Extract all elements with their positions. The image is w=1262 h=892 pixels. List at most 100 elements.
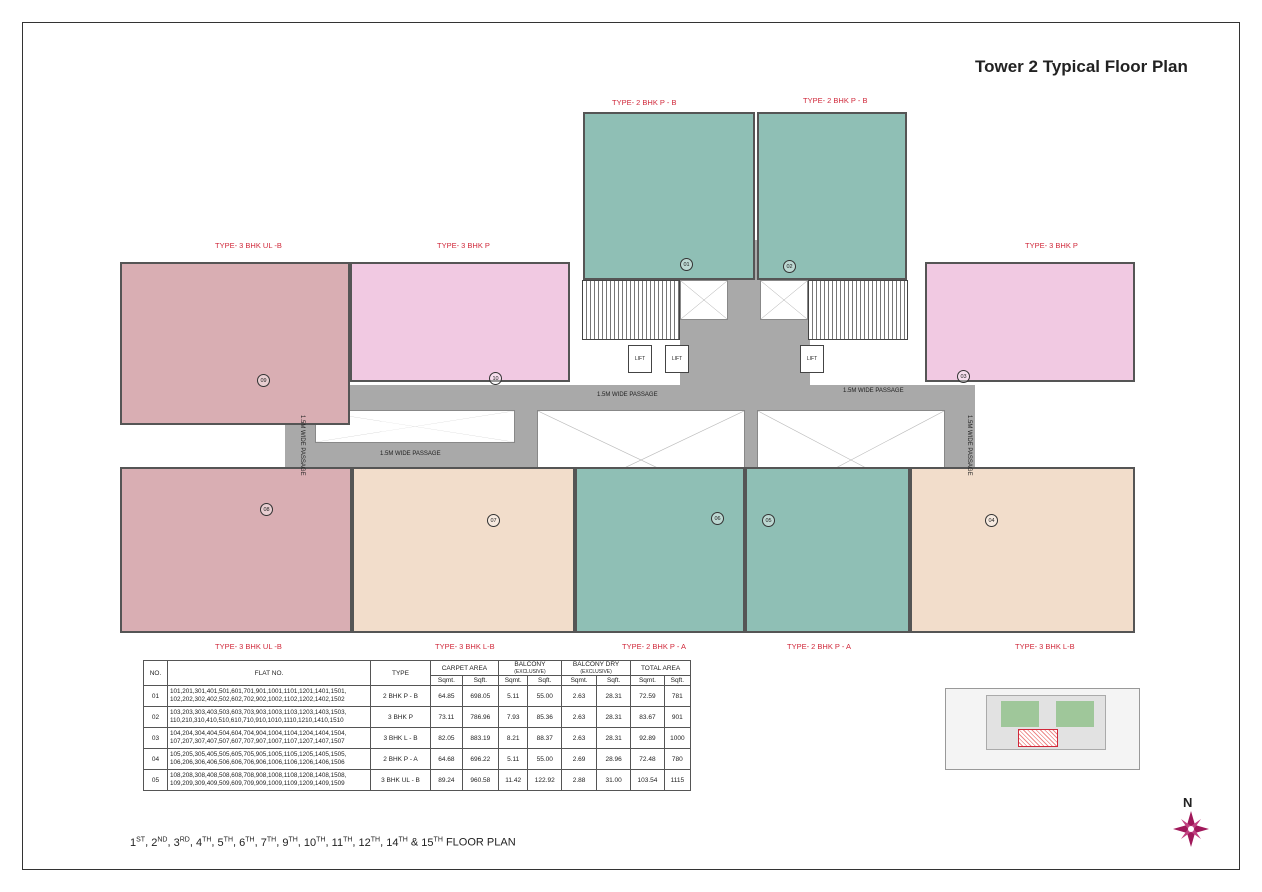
cell-type: 3 BHK L - B — [370, 727, 431, 749]
floor-list: 1ST, 2ND, 3RD, 4TH, 5TH, 6TH, 7TH, 9TH, … — [130, 836, 516, 849]
cell-total-sqft: 780 — [663, 748, 692, 770]
unit-header-sqmt: Sqmt. — [430, 675, 463, 686]
passage-label: 1.5M WIDE PASSAGE — [966, 415, 972, 476]
cell-carpet-sqft: 696.22 — [461, 748, 499, 770]
unit-03 — [925, 262, 1135, 382]
cell-type: 3 BHK P — [370, 706, 431, 728]
unit-07 — [352, 467, 575, 633]
cell-bal-sqmt: 5.11 — [497, 685, 529, 707]
col-balcony-dry: BALCONY DRY(EXCLUSIVE) — [560, 660, 632, 676]
floor-number: 6TH — [239, 836, 255, 849]
type-label: TYPE- 3 BHK L-B — [435, 642, 495, 651]
cell-bal-sqmt: 7.93 — [497, 706, 529, 728]
unit-number: 05 — [762, 514, 775, 527]
floor-number: 11TH — [331, 836, 353, 849]
cell-flats: 103,203,303,403,503,603,703,903,1003,110… — [167, 706, 371, 728]
cell-bal-sqmt: 5.11 — [497, 748, 529, 770]
north-label: N — [1183, 795, 1193, 810]
unit-header-sqft: Sqft. — [461, 675, 499, 686]
type-label: TYPE- 3 BHK P — [1025, 241, 1078, 250]
unit-01 — [583, 112, 755, 280]
cell-bal-sqft: 85.36 — [527, 706, 562, 728]
cell-carpet-sqmt: 64.85 — [430, 685, 463, 707]
cell-carpet-sqft: 698.05 — [461, 685, 499, 707]
cell-carpet-sqmt: 73.11 — [430, 706, 463, 728]
unit-05 — [745, 467, 910, 633]
floor-number: 1ST — [130, 836, 146, 849]
area-table: NO. FLAT NO. TYPE CARPET AREA BALCONY(EX… — [143, 660, 692, 791]
type-label: TYPE- 2 BHK P - B — [612, 98, 677, 107]
type-label: TYPE- 2 BHK P - B — [803, 96, 868, 105]
cell-type: 2 BHK P - A — [370, 748, 431, 770]
unit-number: 01 — [680, 258, 693, 271]
unit-header-sqmt: Sqmt. — [497, 675, 529, 686]
cell-carpet-sqft: 883.19 — [461, 727, 499, 749]
cell-bal-sqmt: 11.42 — [497, 769, 529, 791]
unit-number: 07 — [487, 514, 500, 527]
type-label: TYPE- 3 BHK L-B — [1015, 642, 1075, 651]
cell-dry-sqft: 28.31 — [596, 685, 632, 707]
floor-plan-suffix: FLOOR PLAN — [445, 836, 516, 849]
sheet-frame — [22, 22, 1240, 870]
unit-header-sqft: Sqft. — [596, 675, 632, 686]
unit-02 — [757, 112, 907, 280]
lift: LIFT — [800, 345, 824, 373]
tower-2-highlight — [1018, 729, 1058, 747]
floor-number: 12TH — [358, 836, 381, 849]
cell-flats: 108,208,308,408,508,608,708,908,1008,110… — [167, 769, 371, 791]
type-label: TYPE- 3 BHK UL -B — [215, 642, 282, 651]
floor-number: 2ND — [151, 836, 168, 849]
cell-dry-sqmt: 2.88 — [560, 769, 598, 791]
balcony-dry-label: BALCONY DRY — [572, 661, 620, 668]
cell-total-sqmt: 72.48 — [630, 748, 665, 770]
cell-bal-sqmt: 8.21 — [497, 727, 529, 749]
cell-carpet-sqmt: 82.05 — [430, 727, 463, 749]
balcony-dry-sub-label: (EXCLUSIVE) — [580, 669, 612, 675]
unit-header-sqmt: Sqmt. — [560, 675, 598, 686]
unit-09 — [120, 262, 350, 425]
type-label: TYPE- 2 BHK P - A — [622, 642, 687, 651]
col-flat-no: FLAT NO. — [167, 660, 371, 686]
passage-label: 1.5M WIDE PASSAGE — [380, 451, 441, 457]
col-total: TOTAL AREA — [630, 660, 691, 676]
cell-dry-sqft: 31.00 — [596, 769, 632, 791]
lift: LIFT — [665, 345, 689, 373]
cell-bal-sqft: 88.37 — [527, 727, 562, 749]
cell-no: 01 — [143, 685, 168, 707]
cell-dry-sqmt: 2.63 — [560, 685, 598, 707]
cell-no: 05 — [143, 769, 168, 791]
cell-total-sqft: 781 — [663, 685, 692, 707]
cell-dry-sqft: 28.31 — [596, 706, 632, 728]
floor-number: 7TH — [260, 836, 277, 849]
cell-dry-sqmt: 2.69 — [560, 748, 598, 770]
unit-10 — [350, 262, 570, 382]
unit-number: 08 — [260, 503, 273, 516]
cell-total-sqmt: 72.59 — [630, 685, 665, 707]
floor-number: 9TH — [282, 836, 298, 849]
floor-number: 15TH — [421, 836, 443, 849]
cell-total-sqft: 1000 — [663, 727, 692, 749]
duct — [760, 280, 808, 320]
cell-dry-sqft: 28.31 — [596, 727, 632, 749]
floor-number: 10TH — [303, 836, 326, 849]
col-no: NO. — [143, 660, 168, 686]
unit-header-sqft: Sqft. — [527, 675, 562, 686]
cell-bal-sqft: 55.00 — [527, 685, 562, 707]
passage-label: 1.5M WIDE PASSAGE — [597, 392, 658, 398]
cell-carpet-sqft: 960.58 — [461, 769, 499, 791]
unit-header-sqft: Sqft. — [663, 675, 692, 686]
cell-dry-sqmt: 2.63 — [560, 727, 598, 749]
unit-number: 02 — [783, 260, 796, 273]
cell-type: 3 BHK UL - B — [370, 769, 431, 791]
cell-type: 2 BHK P - B — [370, 685, 431, 707]
floor-number: 5TH — [217, 836, 234, 849]
cell-flats: 101,201,301,401,501,601,701,901,1001,110… — [167, 685, 371, 707]
cell-bal-sqft: 122.92 — [527, 769, 562, 791]
cell-total-sqft: 1115 — [663, 769, 692, 791]
unit-number: 09 — [257, 374, 270, 387]
unit-number: 06 — [711, 512, 724, 525]
